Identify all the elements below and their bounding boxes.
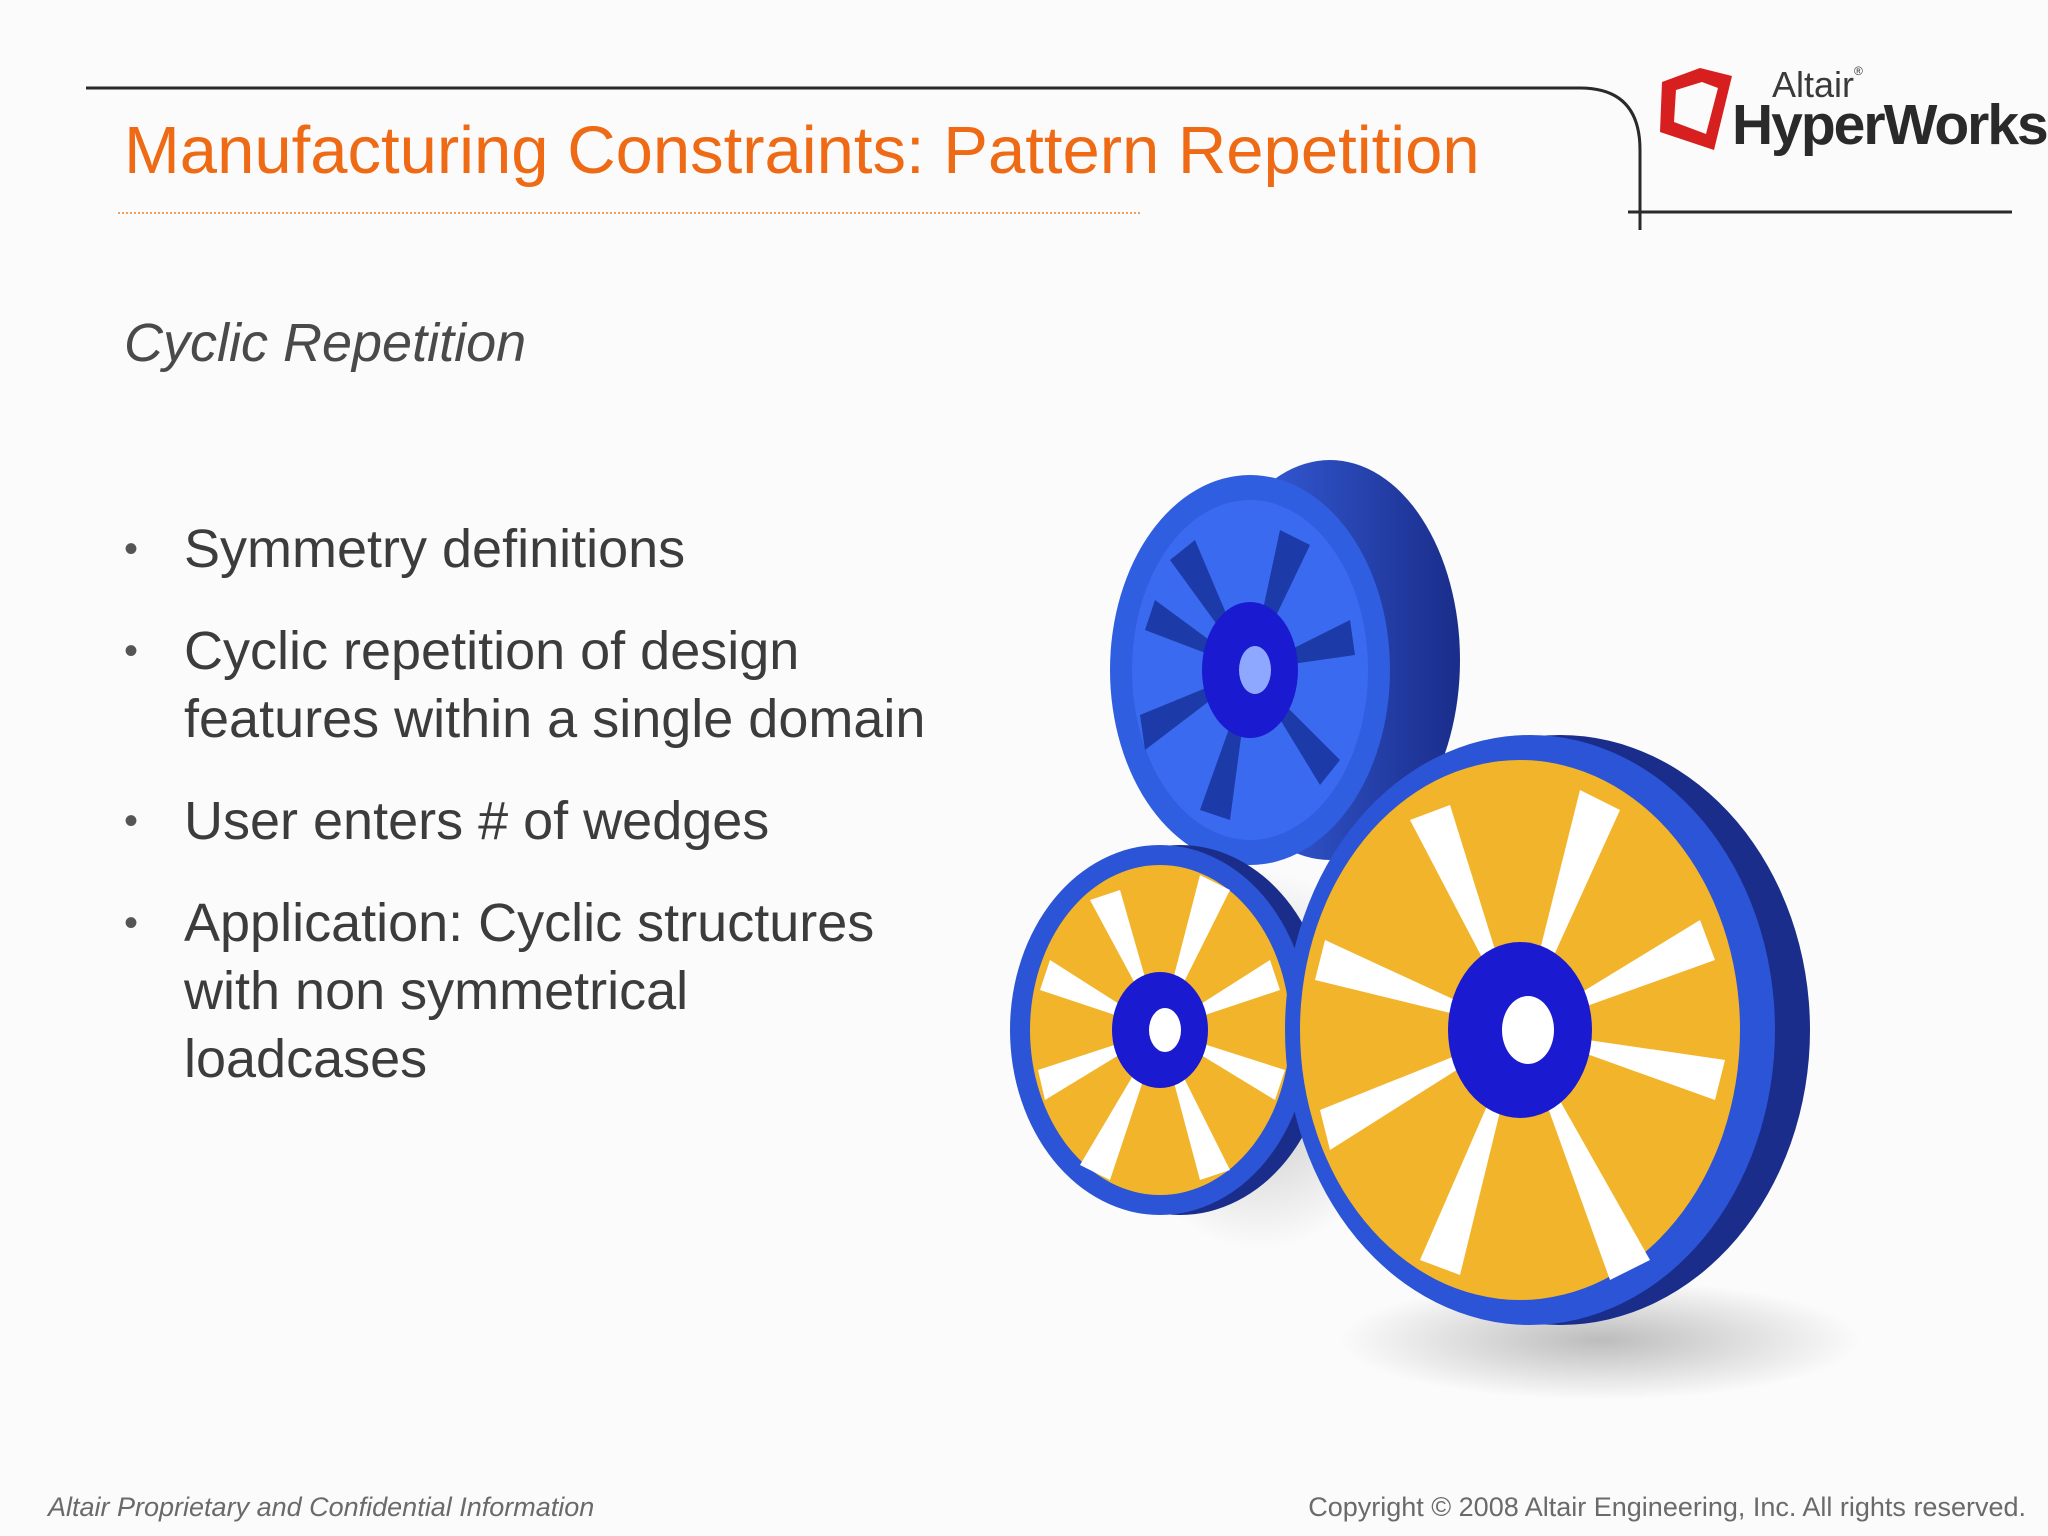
logo-hyperworks-text: HyperWorks <box>1732 93 2048 157</box>
bullet-dot: • <box>124 629 139 673</box>
footer-copyright: Copyright © 2008 Altair Engineering, Inc… <box>1308 1492 2026 1522</box>
slide-title: Manufacturing Constraints: Pattern Repet… <box>124 113 1480 188</box>
bullet-item: • Cyclic repetition of design features w… <box>124 617 944 753</box>
altair-logo-mark-icon <box>1660 68 1732 150</box>
bullet-item: • User enters # of wedges <box>124 787 944 855</box>
slide-subtitle: Cyclic Repetition <box>124 313 527 373</box>
bullet-text: Application: Cyclic structures with non … <box>184 893 875 1089</box>
bullet-list: • Symmetry definitions • Cyclic repetiti… <box>124 515 944 1127</box>
bullet-dot: • <box>124 799 139 843</box>
altair-hyperworks-logo: Altair® HyperWorks <box>1652 62 2048 162</box>
logo-altair-text: Altair® <box>1772 64 1863 105</box>
bullet-text: Symmetry definitions <box>184 519 686 579</box>
bullet-item: • Symmetry definitions <box>124 515 944 583</box>
bullet-text: User enters # of wedges <box>184 791 770 851</box>
bullet-item: • Application: Cyclic structures with no… <box>124 889 944 1093</box>
footer-confidential: Altair Proprietary and Confidential Info… <box>48 1492 595 1522</box>
wheel-illustrations <box>1010 460 1860 1400</box>
bullet-dot: • <box>124 901 139 945</box>
wheel-design-icon <box>1285 735 1860 1400</box>
title-underline <box>118 212 1140 214</box>
wheel-rim-icon <box>1110 460 1460 865</box>
bullet-dot: • <box>124 527 139 571</box>
bullet-text: Cyclic repetition of design features wit… <box>184 621 926 749</box>
